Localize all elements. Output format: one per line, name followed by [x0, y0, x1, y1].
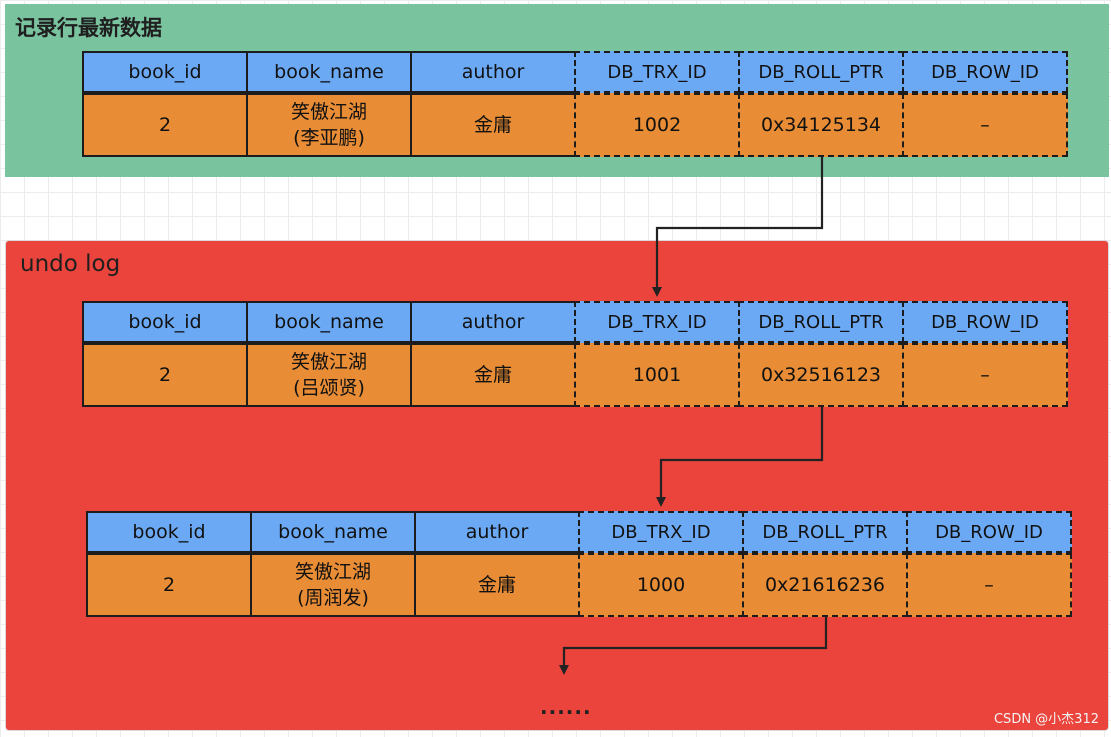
- cell-book-name-line1: 笑傲江湖: [290, 351, 367, 373]
- cell-author: 金庸: [410, 343, 576, 407]
- cell-db-roll-ptr: 0x21616236: [742, 553, 908, 617]
- header-db-roll-ptr: DB_ROLL_PTR: [742, 511, 908, 553]
- header-book-id: book_id: [82, 301, 248, 343]
- header-book-name: book_name: [250, 511, 416, 553]
- cell-db-row-id: –: [906, 553, 1072, 617]
- cell-book-name-line2: (周润发): [297, 587, 369, 609]
- cell-db-roll-ptr: 0x32516123: [738, 343, 904, 407]
- cell-db-trx-id: 1002: [574, 93, 740, 157]
- header-db-trx-id: DB_TRX_ID: [578, 511, 744, 553]
- watermark: CSDN @小杰312: [993, 712, 1099, 727]
- cell-book-name-line1: 笑傲江湖: [290, 101, 367, 123]
- undo-log-title: undo log: [20, 251, 121, 277]
- header-db-trx-id: DB_TRX_ID: [574, 301, 740, 343]
- latest-row-title: 记录行最新数据: [15, 16, 162, 40]
- header-book-id: book_id: [82, 51, 248, 93]
- arrow-undo-2-to-next: [559, 617, 828, 675]
- header-db-trx-id: DB_TRX_ID: [574, 51, 740, 93]
- header-author: author: [410, 301, 576, 343]
- header-db-row-id: DB_ROW_ID: [902, 51, 1068, 93]
- cell-book-name: 笑傲江湖 (吕颂贤): [246, 343, 412, 407]
- cell-book-name-line2: (吕颂贤): [293, 377, 365, 399]
- cell-book-id: 2: [82, 343, 248, 407]
- arrow-undo-1-to-undo-2: [656, 407, 824, 507]
- cell-db-row-id: –: [902, 93, 1068, 157]
- arrow-latest-to-undo-1: [652, 157, 824, 297]
- cell-book-id: 2: [82, 93, 248, 157]
- latest-record: book_id book_name author DB_TRX_ID DB_RO…: [82, 51, 1068, 157]
- header-book-name: book_name: [246, 301, 412, 343]
- cell-db-trx-id: 1000: [578, 553, 744, 617]
- header-db-roll-ptr: DB_ROLL_PTR: [738, 301, 904, 343]
- cell-db-row-id: –: [902, 343, 1068, 407]
- header-db-row-id: DB_ROW_ID: [902, 301, 1068, 343]
- cell-book-name: 笑傲江湖 (李亚鹏): [246, 93, 412, 157]
- undo-record-2: book_id book_name author DB_TRX_ID DB_RO…: [86, 511, 1072, 617]
- more-ellipsis: ······: [540, 700, 592, 724]
- undo-record-1: book_id book_name author DB_TRX_ID DB_RO…: [82, 301, 1068, 407]
- cell-book-name: 笑傲江湖 (周润发): [250, 553, 416, 617]
- cell-book-name-line2: (李亚鹏): [293, 127, 365, 149]
- cell-db-roll-ptr: 0x34125134: [738, 93, 904, 157]
- header-db-row-id: DB_ROW_ID: [906, 511, 1072, 553]
- cell-book-name-line1: 笑傲江湖: [294, 561, 371, 583]
- cell-db-trx-id: 1001: [574, 343, 740, 407]
- cell-author: 金庸: [414, 553, 580, 617]
- header-author: author: [414, 511, 580, 553]
- cell-author: 金庸: [410, 93, 576, 157]
